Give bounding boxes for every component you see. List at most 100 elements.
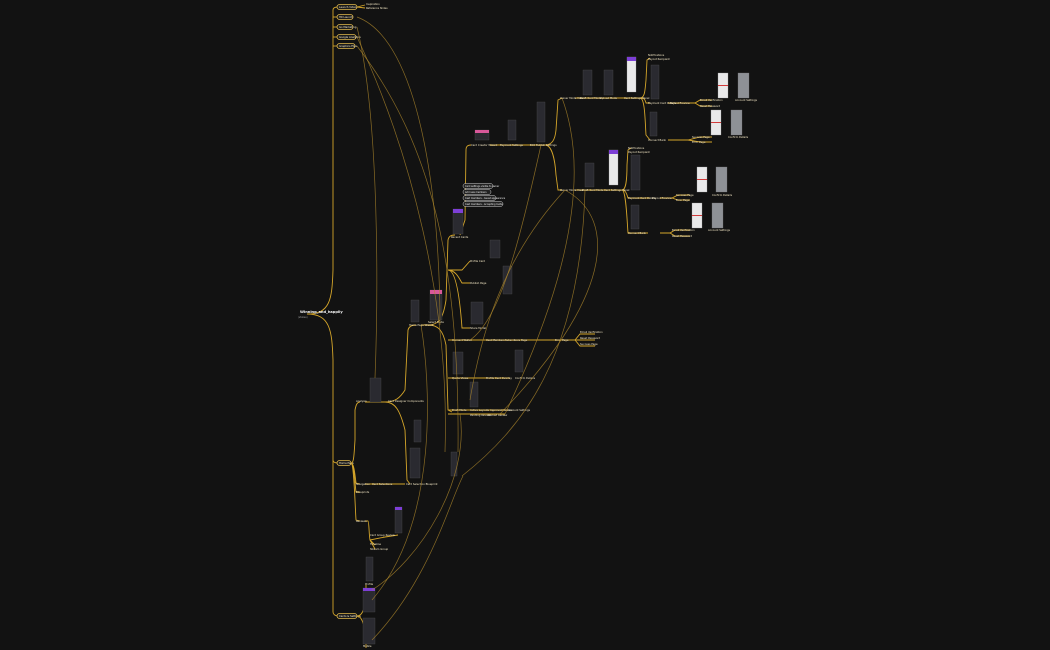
top-item-label: Hit Launch: [339, 15, 353, 19]
top-item-label: Graphics Files: [339, 44, 358, 48]
screenshot-thumbnail[interactable]: [362, 617, 376, 645]
node-label: Draft Mode: [452, 408, 467, 412]
node-label: Mobile: [363, 644, 372, 648]
screenshot-accent: [718, 85, 728, 86]
callout[interactable]: Card settings visible to owner: [462, 183, 499, 189]
node-label: Card Selections: [372, 482, 393, 486]
screenshot-accent: [711, 122, 721, 123]
node-label: Connect Wallet: [452, 338, 472, 342]
node-label: Cast Members: [486, 338, 505, 342]
screenshot-thumbnail[interactable]: [452, 351, 464, 375]
screenshot-thumbnail[interactable]: [365, 556, 374, 582]
node-label: Draft Card Mode: [580, 96, 602, 100]
node-label: Connect Bank: [628, 231, 647, 235]
screenshot-header: [475, 130, 489, 133]
screenshot-thumbnail[interactable]: [603, 69, 614, 96]
screenshot-thumbnail[interactable]: [737, 72, 750, 99]
screenshot-thumbnail[interactable]: [450, 451, 458, 477]
node-label: Success Page: [580, 342, 598, 346]
relationship-curves: [356, 16, 598, 641]
node-label: Select Mode: [428, 320, 444, 324]
node-label: Edit Publish Settings: [530, 143, 557, 147]
screenshot-accent: [692, 215, 702, 216]
node-label: Account Settings: [708, 228, 731, 232]
node-label: Home Page Wizard: [409, 323, 434, 327]
screenshot-thumbnail[interactable]: [507, 119, 517, 141]
node-label: Active Layouts: [470, 408, 490, 412]
screenshot-thumbnail[interactable]: [369, 377, 382, 403]
screenshot-thumbnail[interactable]: [630, 154, 641, 191]
top-note-label: Reference Slides: [366, 6, 388, 10]
screenshot-thumbnail[interactable]: [715, 166, 728, 193]
top-item[interactable]: Go Marketing: [336, 24, 357, 30]
screenshot-thumbnail[interactable]: [409, 447, 421, 479]
node-label: Draft Card Mode: [582, 188, 604, 192]
callout[interactable]: Add new members: [462, 189, 492, 195]
node-label: Card Creator Wizard: [471, 143, 498, 147]
top-item[interactable]: Hit Launch: [336, 14, 354, 20]
node-label: Email Verification: [580, 330, 603, 334]
node-label: Share Modal: [470, 326, 486, 330]
node-label: Confirm Details: [712, 193, 733, 197]
node-label: Blueprints: [356, 490, 370, 494]
screenshot-header: [430, 290, 442, 294]
screenshot-thumbnail[interactable]: [489, 239, 501, 259]
node-label: Profile Card Overlay: [486, 376, 512, 380]
node-label: Email Verification: [700, 98, 723, 102]
screenshot-thumbnail[interactable]: [730, 109, 743, 136]
node-label: Reset Password: [672, 234, 693, 238]
callout[interactable]: Cast members - Guest appearance: [462, 195, 506, 201]
screenshot-thumbnail[interactable]: [470, 301, 484, 325]
callout-label: Add new members: [465, 191, 487, 194]
node-label: Payment Card Details: [628, 196, 657, 200]
screenshot-thumbnail[interactable]: [584, 162, 595, 188]
screenshot-thumbnail[interactable]: [649, 111, 658, 137]
screenshot-header: [453, 209, 463, 213]
screenshot-thumbnail[interactable]: [469, 381, 479, 408]
node-label: Upload Mode: [600, 96, 617, 100]
center-branches: [421, 97, 595, 415]
node-label: Card Group Review: [370, 533, 396, 537]
screenshot-thumbnail[interactable]: [514, 349, 524, 373]
node-label: Account Settings: [735, 98, 758, 102]
callout[interactable]: Cast members - Accepting Invite: [462, 201, 504, 207]
screenshot-thumbnail[interactable]: [711, 202, 724, 229]
top-item[interactable]: Graphics Files: [336, 43, 358, 49]
screenshot-header: [363, 588, 375, 591]
top-item[interactable]: Google Analytics: [336, 34, 361, 40]
screenshot-thumbnail[interactable]: [582, 69, 593, 96]
node-label: Error Page: [555, 338, 569, 342]
node-label: Denied Review: [488, 413, 508, 417]
home-branches: [350, 324, 417, 648]
node-label: Connect Bank: [648, 138, 667, 142]
node-label: Timeline: [370, 542, 381, 546]
screenshot-accent: [697, 179, 707, 180]
screenshot-thumbnail[interactable]: [394, 506, 403, 534]
root-node[interactable]: Winning_and_happily (stakes): [298, 310, 343, 319]
top-item-label: Launch Video: [339, 5, 357, 9]
root-subtitle: (stakes): [298, 316, 308, 319]
node-label: Account Settings: [508, 408, 531, 412]
screenshot-thumbnail[interactable]: [413, 419, 422, 443]
screenshot-thumbnail[interactable]: [410, 299, 420, 323]
screenshot-thumbnail[interactable]: [502, 265, 513, 295]
screenshot-thumbnail[interactable]: [536, 101, 546, 143]
node-label: Profile Card: [470, 259, 485, 263]
top-item[interactable]: Launch Video: [336, 4, 358, 10]
screenshot-thumbnail[interactable]: [630, 204, 640, 230]
callout-label: Cast members - Accepting Invite: [465, 203, 503, 206]
screenshot-header: [609, 150, 618, 154]
screenshot-thumbnail[interactable]: [608, 149, 619, 186]
node-label: Error Page: [676, 198, 690, 202]
screenshot-thumbnail[interactable]: [626, 56, 637, 93]
screenshot-thumbnail[interactable]: [362, 587, 376, 613]
node-label: Reviews: [356, 519, 367, 523]
node-label: Payout Recipient: [648, 57, 670, 61]
callout-label: Cast members - Guest appearance: [465, 197, 506, 200]
node-label: Stream Group: [370, 547, 388, 551]
node-label: Reset Password: [700, 104, 721, 108]
screenshot-thumbnail[interactable]: [650, 64, 660, 100]
node-label: Card Settings Panel: [604, 188, 630, 192]
node-label: Pending Review: [470, 413, 491, 417]
root-title: Winning_and_happily: [300, 310, 343, 314]
